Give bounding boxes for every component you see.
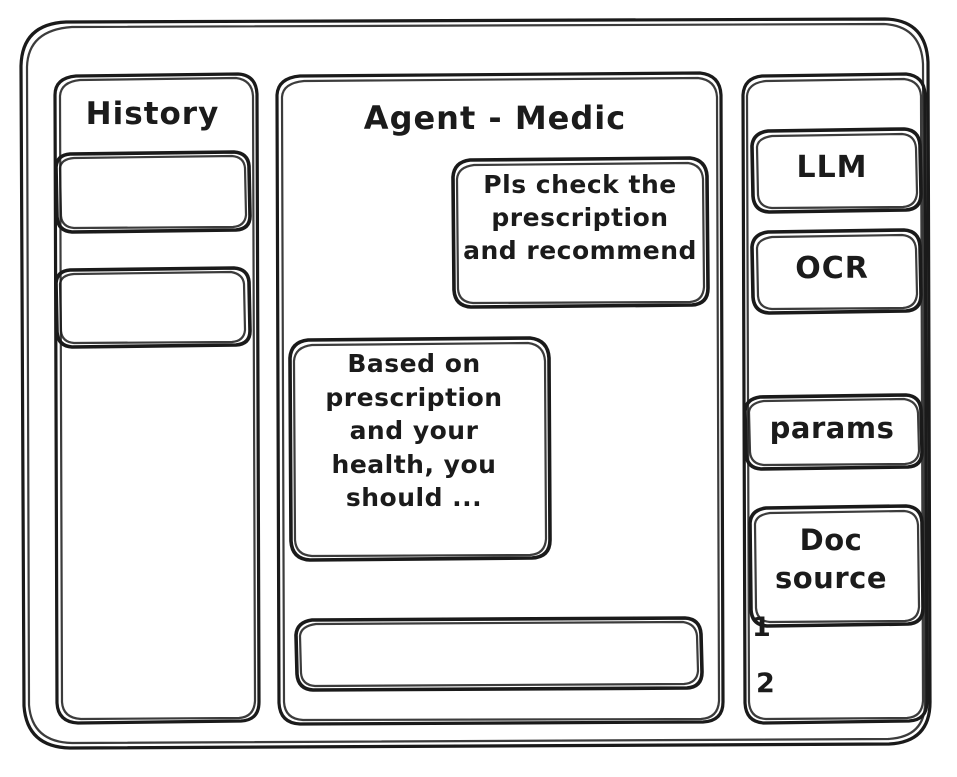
doc-source-item-marker-1: 1 [752,612,772,643]
main-panel-outline [275,71,725,726]
page-title: Agent - Medic [363,99,627,137]
user-message-bubble-outline [451,156,710,309]
history-item-1[interactable] [56,153,250,232]
composer-input[interactable] [296,619,702,690]
user-message-bubble[interactable] [453,159,708,307]
window-frame [19,17,932,750]
tool-ocr-outline [750,228,923,315]
assistant-message-bubble[interactable] [290,339,550,560]
assistant-message-bubble-outline [288,336,552,562]
history-item-2-outline [54,266,252,349]
params-outline [743,393,924,471]
user-message-text: Pls check the prescription and recommend [463,170,697,265]
tool-llm-outline [750,127,923,214]
tool-ocr-label: OCR [795,251,869,286]
history-panel-outline [53,72,261,725]
doc-source-outline [748,504,925,628]
history-item-1-outline [54,150,252,234]
tool-llm-label: LLM [796,150,868,185]
tool-llm-button[interactable] [752,130,921,212]
tool-ocr-button[interactable] [752,231,921,313]
composer-input-outline [294,616,704,692]
assistant-message-text: Based on prescription and your health, y… [325,349,503,512]
tools-panel-outline [741,72,929,725]
doc-source-item-marker-2: 2 [756,668,776,699]
params-button[interactable] [745,396,922,469]
doc-source-label: Doc source [775,523,887,595]
history-panel-title: History [85,96,220,132]
params-label: params [769,411,895,445]
doc-source-button[interactable] [750,507,923,626]
history-item-2[interactable] [56,269,250,347]
